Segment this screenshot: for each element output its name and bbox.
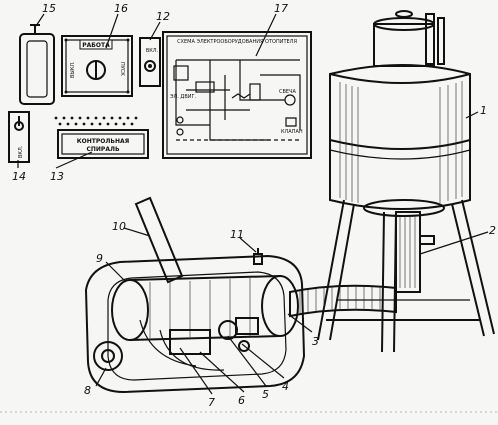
callout-11: 11 [230, 228, 244, 241]
el-dv-label: ЭЛ. ДВИГ. [170, 94, 197, 100]
callout-9: 9 [96, 252, 103, 265]
schematic-plate-17: СХЕМА ЭЛЕКТРООБОРУДОВАНИЯ ОТОПИТЕЛЯ СВЕЧ… [162, 31, 312, 159]
callout-12: 12 [156, 10, 170, 23]
switch-left-label: ВЫКЛ. [70, 61, 76, 78]
callout-10: 10 [112, 220, 126, 233]
spiral-line1: КОНТРОЛЬНАЯ [77, 138, 130, 145]
stand [317, 199, 495, 353]
callout-7: 7 [208, 396, 215, 409]
callout-15: 15 [42, 2, 56, 15]
hose-3 [289, 284, 397, 318]
klapan-label: КЛАПАН [281, 129, 303, 135]
heater-tank-1 [329, 10, 471, 217]
callout-3: 3 [312, 335, 319, 348]
schema-title: СХЕМА ЭЛЕКТРООБОРУДОВАНИЯ ОТОПИТЕЛЯ [177, 39, 297, 45]
callout-17: 17 [274, 2, 288, 15]
callout-1: 1 [480, 104, 487, 117]
bracket-15 [19, 24, 55, 105]
callout-6: 6 [238, 394, 245, 407]
callout-4: 4 [282, 380, 289, 393]
leader-lines [17, 13, 489, 395]
svecha-label: СВЕЧА [279, 89, 297, 95]
spiral-line2: СПИРАЛЬ [86, 146, 119, 153]
pipe-2 [395, 211, 435, 293]
switch-label: РАБОТА [82, 42, 110, 49]
toggle-vkl-label: ВКЛ. [18, 145, 24, 158]
switch-right-label: ПУСК [119, 62, 125, 76]
callout-13: 13 [50, 170, 64, 183]
vkl-label: ВКЛ. [146, 48, 159, 54]
callout-14: 14 [12, 170, 26, 183]
callout-16: 16 [114, 2, 128, 15]
callout-5: 5 [262, 388, 269, 401]
callout-8: 8 [84, 384, 91, 397]
chimney-10 [134, 196, 184, 284]
callout-2: 2 [489, 224, 496, 237]
spiral-plate-13: КОНТРОЛЬНАЯ СПИРАЛЬ [54, 116, 149, 159]
toggle-14: ВКЛ. [8, 111, 30, 163]
lamp-12: ВКЛ. [139, 37, 161, 87]
switch-panel-16: РАБОТА ВЫКЛ. ПУСК [61, 35, 133, 97]
